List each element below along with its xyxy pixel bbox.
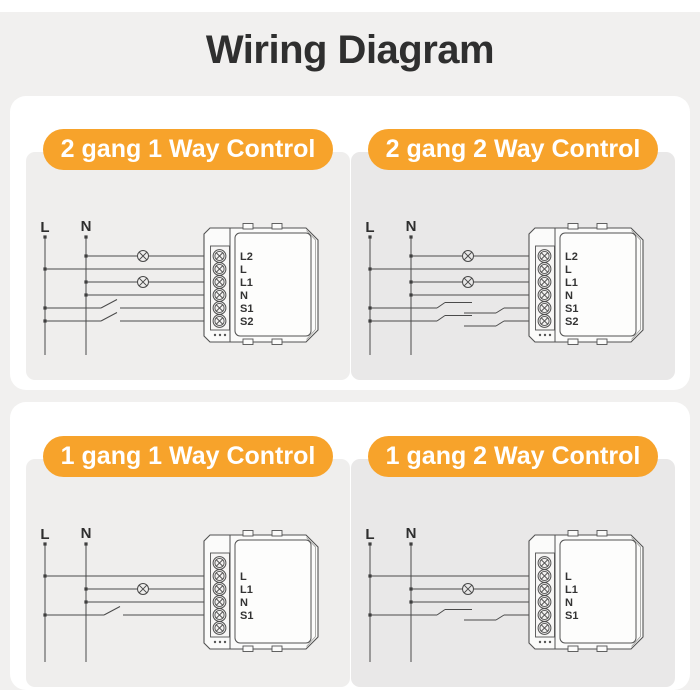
- wiring-diagram-1-gang-1-way: L N L L1 N S1: [40, 525, 319, 662]
- lamp-icon: [462, 276, 474, 288]
- terminal-label: N: [240, 290, 248, 302]
- lamp-icon: [462, 583, 474, 595]
- lamp-icon: [137, 276, 149, 288]
- terminal-label: L2: [240, 251, 253, 263]
- terminal-label: L1: [240, 277, 253, 289]
- row-wires: [45, 255, 216, 296]
- terminal-label: L: [240, 264, 247, 276]
- terminal-label: N: [240, 597, 248, 609]
- switch-module: [528, 529, 644, 653]
- lamp-icon: [137, 583, 149, 595]
- switch-module: [203, 222, 319, 346]
- terminal-label: S1: [240, 303, 253, 315]
- neutral-wire-label: N: [406, 218, 417, 235]
- panel-title: 2 gang 2 Way Control: [385, 135, 641, 163]
- quadrant-2-gang-1-way: 2 gang 1 Way Control L N L2 L L1 N S1 S2: [26, 129, 350, 380]
- quadrant-1-gang-1-way: 1 gang 1 Way Control L N L L1 N S1: [26, 436, 350, 687]
- terminal-label: S2: [240, 316, 253, 328]
- live-wire-label: L: [40, 219, 49, 236]
- wiring-diagram-2-gang-2-way: L N L2 L L1 N S1 S2: [365, 218, 644, 355]
- terminal-label: L: [565, 571, 572, 583]
- quadrant-1-gang-2-way: 1 gang 2 Way Control L N L L1 N S1: [351, 436, 675, 687]
- quadrant-2-gang-2-way: 2 gang 2 Way Control L N L2 L L1 N S1 S2: [351, 129, 675, 380]
- terminal-label: N: [565, 597, 573, 609]
- panel-title: 1 gang 2 Way Control: [385, 442, 641, 470]
- two-way-switch-symbol: [370, 609, 541, 621]
- supply-wires: [369, 544, 412, 662]
- junction-dots: [43, 542, 88, 617]
- terminal-label: S1: [240, 610, 253, 622]
- two-way-switch-symbol: [370, 302, 541, 314]
- terminal-label: L: [565, 264, 572, 276]
- terminal-label: L1: [565, 277, 578, 289]
- terminal-label: S2: [565, 316, 578, 328]
- supply-wires: [44, 544, 87, 662]
- wiring-diagram-1-gang-2-way: L N L L1 N S1: [365, 525, 644, 662]
- one-way-switch-symbol: [45, 299, 216, 309]
- terminal-label: L1: [565, 584, 578, 596]
- page-title: Wiring Diagram: [205, 28, 495, 72]
- panel-title: 2 gang 1 Way Control: [60, 135, 316, 163]
- live-wire-label: L: [40, 526, 49, 543]
- terminal-label: L1: [240, 584, 253, 596]
- row-wires: [45, 575, 216, 603]
- neutral-wire-label: N: [406, 525, 417, 542]
- one-way-switch-symbol: [45, 606, 216, 616]
- supply-wires: [44, 237, 87, 355]
- badge-1-gang-2-way: 1 gang 2 Way Control: [368, 436, 658, 477]
- junction-dots: [368, 542, 413, 617]
- panel-title: 1 gang 1 Way Control: [60, 442, 316, 470]
- live-wire-label: L: [365, 219, 374, 236]
- badge-1-gang-1-way: 1 gang 1 Way Control: [43, 436, 333, 477]
- terminal-label: L2: [565, 251, 578, 263]
- row-wires: [370, 255, 541, 296]
- terminal-label: S1: [565, 610, 578, 622]
- junction-dots: [368, 235, 413, 323]
- switch-module: [528, 222, 644, 346]
- live-wire-label: L: [365, 526, 374, 543]
- neutral-wire-label: N: [81, 525, 92, 542]
- two-way-switch-symbol: [370, 315, 541, 327]
- row-wires: [370, 575, 541, 603]
- terminal-label: N: [565, 290, 573, 302]
- lamp-icon: [462, 250, 474, 262]
- junction-dots: [43, 235, 88, 323]
- one-way-switch-symbol: [45, 312, 216, 322]
- neutral-wire-label: N: [81, 218, 92, 235]
- badge-2-gang-2-way: 2 gang 2 Way Control: [368, 129, 658, 170]
- lamp-icon: [137, 250, 149, 262]
- terminal-label: L: [240, 571, 247, 583]
- wiring-diagram-2-gang-1-way: L N L2 L L1 N S1 S2: [40, 218, 319, 355]
- switch-module: [203, 529, 319, 653]
- supply-wires: [369, 237, 412, 355]
- badge-2-gang-1-way: 2 gang 1 Way Control: [43, 129, 333, 170]
- terminal-label: S1: [565, 303, 578, 315]
